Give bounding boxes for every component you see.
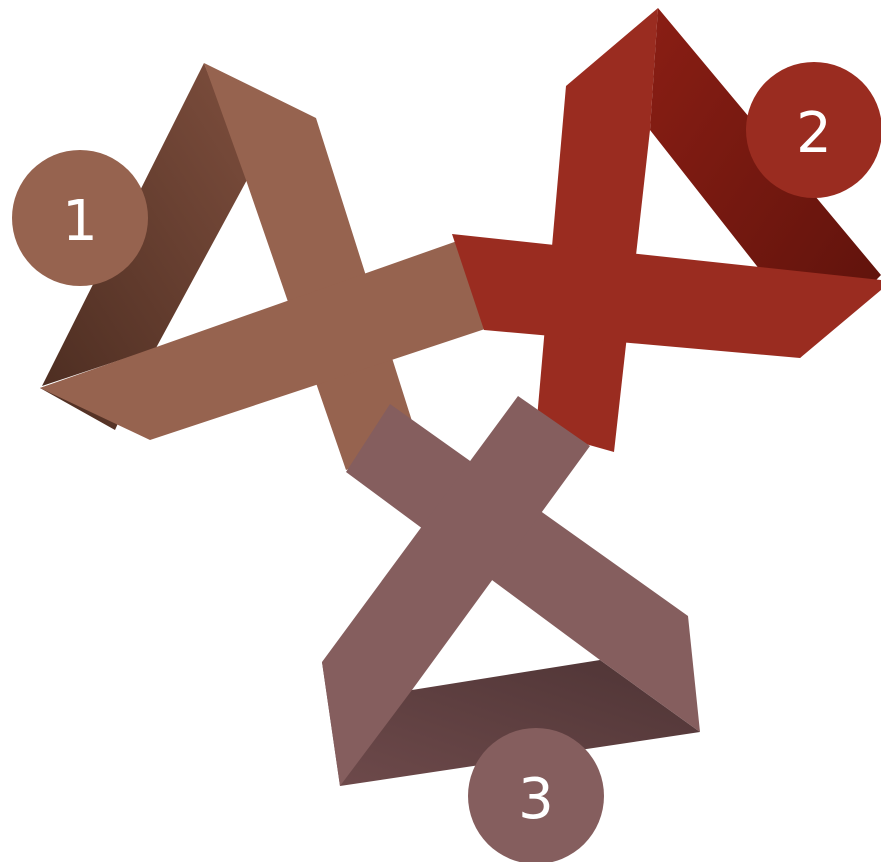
loop-3 [322, 396, 700, 786]
loop-2-vertical-band [536, 8, 658, 452]
badge-2-label: 2 [796, 101, 832, 166]
badge-1: 1 [12, 150, 148, 286]
badge-3: 3 [468, 728, 604, 862]
badge-2: 2 [746, 62, 881, 198]
badge-3-label: 3 [518, 767, 554, 832]
badge-1-label: 1 [62, 189, 98, 254]
